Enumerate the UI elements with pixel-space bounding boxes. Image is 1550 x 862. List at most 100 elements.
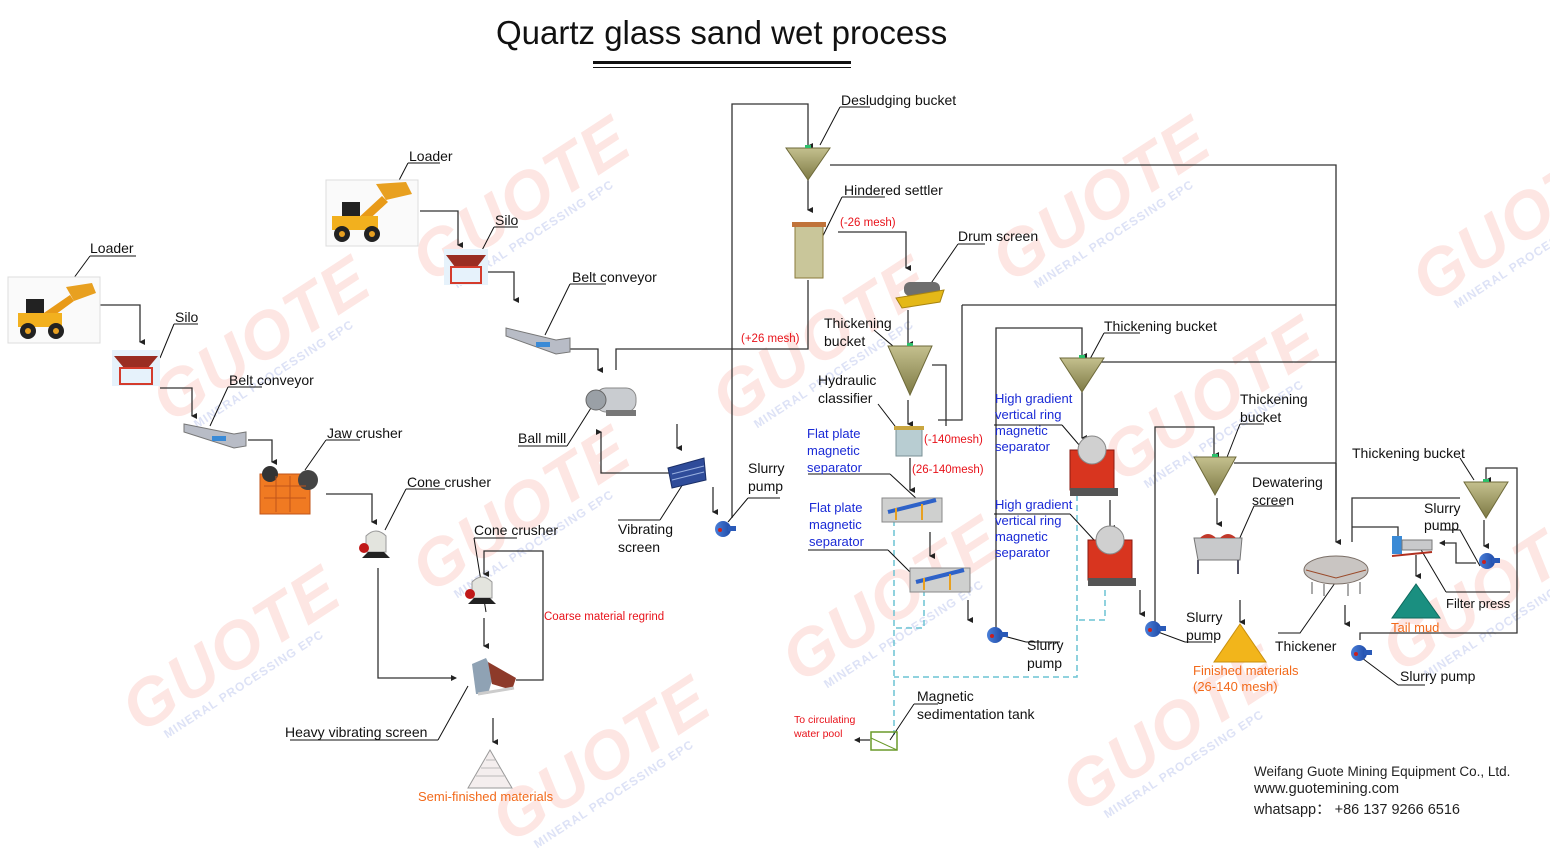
label-mesh-minus140: (-140mesh) bbox=[924, 434, 983, 446]
high-gradient-separator-icon bbox=[1069, 435, 1118, 496]
cone-crusher-icon bbox=[359, 530, 390, 558]
finished-materials-pile-icon bbox=[1213, 623, 1267, 663]
label-high-gradient-separator: vertical ring bbox=[995, 513, 1062, 528]
leader-line bbox=[889, 703, 938, 741]
loader-icon bbox=[7, 276, 101, 344]
label-vibrating-screen: Vibrating bbox=[618, 521, 674, 537]
magnetic-sedimentation-tank-icon bbox=[870, 731, 898, 751]
vibrating-screen-icon bbox=[667, 457, 707, 489]
label-belt-conveyor: Belt conveyor bbox=[572, 269, 657, 285]
flow-line bbox=[483, 550, 544, 681]
label-flat-plate-separator: separator bbox=[809, 534, 864, 549]
label-slurry-pump: pump bbox=[748, 478, 784, 494]
silo-icon bbox=[112, 350, 160, 386]
label-thickening-bucket: bucket bbox=[1240, 409, 1282, 425]
thickening-bucket-icon bbox=[887, 343, 933, 397]
label-thickening-bucket: Thickening bbox=[824, 315, 892, 331]
label-thickening-bucket: Thickening bucket bbox=[1352, 445, 1465, 461]
leader-line bbox=[290, 685, 469, 741]
leader-line bbox=[727, 497, 780, 523]
leader-line bbox=[544, 283, 606, 336]
label-drum-screen: Drum screen bbox=[958, 228, 1039, 244]
company-name: Weifang Guote Mining Equipment Co., Ltd. bbox=[1254, 764, 1511, 779]
flow-line bbox=[938, 305, 963, 421]
label-high-gradient-separator: magnetic bbox=[995, 529, 1048, 544]
flow-line bbox=[488, 271, 519, 303]
tailings-line bbox=[894, 590, 925, 629]
leader-line bbox=[384, 488, 445, 531]
label-slurry-pump: pump bbox=[1424, 517, 1460, 533]
leader-line bbox=[304, 439, 360, 471]
flow-line bbox=[1352, 526, 1399, 536]
label-high-gradient-separator: separator bbox=[995, 545, 1050, 560]
label-flat-plate-separator: Flat plate bbox=[807, 426, 861, 441]
leader-line bbox=[808, 549, 919, 581]
label-belt-conveyor: Belt conveyor bbox=[229, 372, 314, 388]
label-loader: Loader bbox=[409, 148, 453, 164]
label-mesh-minus26: (-26 mesh) bbox=[840, 217, 896, 229]
label-flat-plate-separator: Flat plate bbox=[809, 500, 863, 515]
label-heavy-vibrating-screen: Heavy vibrating screen bbox=[285, 724, 428, 740]
label-slurry-pump: Slurry bbox=[748, 460, 785, 476]
flow-line bbox=[596, 429, 676, 474]
flow-line bbox=[420, 210, 463, 248]
label-finished-materials: (26-140 mesh) bbox=[1193, 679, 1278, 694]
leader-line bbox=[1459, 457, 1475, 481]
label-magnetic-sedimentation-tank: sedimentation tank bbox=[917, 706, 1035, 722]
label-circulating-water-pool: To circulating bbox=[794, 714, 856, 726]
flow-line bbox=[830, 164, 1337, 510]
label-high-gradient-separator: High gradient bbox=[995, 497, 1073, 512]
hindered-settler-icon bbox=[792, 222, 826, 279]
flow-line bbox=[326, 493, 377, 525]
flow-line bbox=[615, 280, 809, 370]
label-semi-finished: Semi-finished materials bbox=[418, 789, 554, 804]
label-tail-mud: Tail mud bbox=[1391, 620, 1440, 635]
label-flat-plate-separator: separator bbox=[807, 460, 862, 475]
flow-line bbox=[838, 231, 911, 271]
high-gradient-separator-icon bbox=[1087, 525, 1136, 586]
loader-icon bbox=[325, 179, 419, 247]
heavy-vibrating-screen-icon bbox=[472, 658, 516, 696]
leader-line bbox=[159, 323, 198, 359]
ball-mill-icon bbox=[585, 387, 637, 416]
slurry-pump-icon bbox=[987, 627, 1008, 643]
flow-line bbox=[1359, 467, 1518, 640]
flow-line bbox=[248, 439, 277, 465]
thickening-bucket-icon bbox=[1463, 479, 1509, 519]
dewatering-screen-icon bbox=[1193, 534, 1243, 574]
label-high-gradient-separator: separator bbox=[995, 439, 1050, 454]
label-dewatering-screen: screen bbox=[1252, 492, 1295, 508]
semi-finished-pile-icon bbox=[467, 749, 513, 789]
thickening-bucket-icon bbox=[1193, 454, 1237, 497]
label-cone-crusher: Cone crusher bbox=[474, 522, 559, 538]
label-flat-plate-separator: magnetic bbox=[809, 517, 862, 532]
leader-line bbox=[1157, 631, 1212, 643]
page-title: Quartz glass sand wet process bbox=[496, 14, 948, 51]
label-silo: Silo bbox=[495, 212, 519, 228]
label-mesh-26-140: (26-140mesh) bbox=[912, 464, 984, 476]
label-ball-mill: Ball mill bbox=[518, 430, 567, 446]
leader-line bbox=[994, 513, 1095, 541]
label-silo: Silo bbox=[175, 309, 199, 325]
label-coarse-regrind: Coarse material regrind bbox=[544, 611, 665, 623]
flow-line bbox=[1154, 426, 1219, 628]
label-cone-crusher: Cone crusher bbox=[407, 474, 492, 490]
label-dewatering-screen: Dewatering bbox=[1252, 474, 1323, 490]
label-hydraulic-classifier: classifier bbox=[818, 390, 873, 406]
flow-line bbox=[932, 364, 947, 426]
cone-crusher-icon bbox=[465, 576, 496, 604]
flow-line bbox=[995, 327, 1087, 630]
hydraulic-classifier-icon bbox=[894, 426, 924, 457]
leader-line bbox=[808, 473, 919, 501]
label-circulating-water-pool: water pool bbox=[794, 728, 843, 740]
jaw-crusher-icon bbox=[259, 466, 318, 515]
flow-line bbox=[570, 348, 603, 373]
thickener-icon bbox=[1303, 555, 1369, 596]
flow-line bbox=[731, 103, 813, 518]
label-jaw-crusher: Jaw crusher bbox=[327, 425, 403, 441]
label-vibrating-screen: screen bbox=[618, 539, 661, 555]
label-hydraulic-classifier: Hydraulic bbox=[818, 372, 877, 388]
silo-icon bbox=[444, 249, 488, 285]
tail-mud-pile-icon bbox=[1391, 583, 1441, 619]
label-mesh-plus26: (+26 mesh) bbox=[741, 333, 800, 345]
